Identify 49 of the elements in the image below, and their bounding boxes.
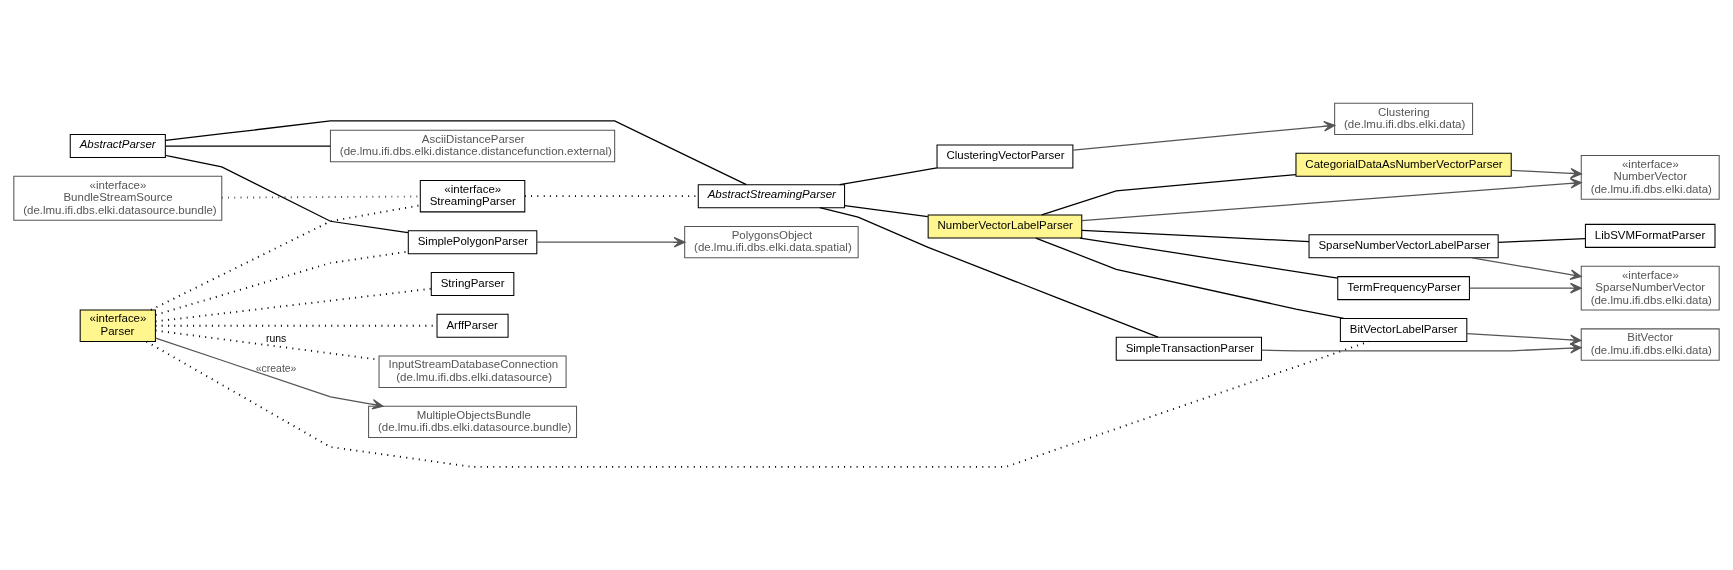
- connector: [1041, 173, 1297, 216]
- connector: [1497, 238, 1586, 243]
- node-box: InputStreamDatabaseConnection (de.lmu.ifi.dbs.elki.datasource): [378, 355, 567, 388]
- node-box: StringParser: [430, 271, 515, 296]
- connector: [839, 167, 938, 186]
- arrow: [1466, 333, 1582, 346]
- node-box: PolygonsObject (de.lmu.ifi.dbs.elki.data.spatial): [684, 225, 859, 259]
- node-box: LibSVMFormatParser: [1584, 223, 1716, 248]
- connector: [819, 207, 1159, 338]
- connector: [164, 154, 409, 234]
- node-box: MultipleObjectsBundle (de.lmu.ifi.dbs.elki.datasource.bundle): [368, 405, 578, 439]
- node-box: BitVector (de.lmu.ifi.dbs.elki.data): [1580, 328, 1720, 361]
- connector: [844, 205, 929, 218]
- node-box: «interface» BundleStreamSource (de.lmu.ifi.dbs.elki.datasource.bundle): [13, 175, 223, 221]
- connector: [1081, 229, 1310, 243]
- node-box: SimpleTransactionParser: [1115, 336, 1262, 361]
- node-box: SimplePolygonParser: [407, 230, 538, 255]
- node-box: CategorialDataAsNumberVectorParser: [1295, 152, 1512, 177]
- arrow: [155, 337, 384, 410]
- node-box: NumberVectorLabelParser: [927, 214, 1083, 239]
- node-box: ArffParser: [436, 313, 509, 338]
- arrow: [1260, 342, 1582, 354]
- arrow: [1072, 120, 1336, 151]
- arrow: [1471, 257, 1582, 280]
- connector: [154, 287, 432, 323]
- connector: [154, 250, 409, 316]
- node-box: TermFrequencyParser: [1337, 276, 1470, 301]
- node-box: AbstractStreamingParser: [697, 184, 846, 209]
- node-box: AsciiDistanceParser (de.lmu.ifi.dbs.elki.distance.distancefunction.external): [329, 129, 616, 163]
- arrow: [1468, 282, 1582, 294]
- node-box: BitVectorLabelParser: [1339, 317, 1468, 342]
- connector: [165, 145, 331, 147]
- connector: [150, 204, 422, 311]
- node-box: AbstractParser: [69, 134, 166, 159]
- node-box: «interface» Parser: [79, 309, 156, 342]
- node-box: Clustering (de.lmu.ifi.dbs.elki.data): [1334, 102, 1474, 136]
- connector: [1079, 237, 1339, 279]
- edge-label: «create»: [255, 362, 297, 374]
- connector: [164, 120, 747, 186]
- arrow: [1081, 178, 1582, 222]
- node-box: «interface» SparseNumberVector (de.lmu.ifi.dbs.elki.data): [1580, 265, 1720, 311]
- arrow: [1510, 168, 1582, 179]
- node-box: ClusteringVectorParser: [936, 144, 1074, 169]
- node-box: «interface» StreamingParser: [419, 180, 526, 213]
- node-box: «interface» NumberVector (de.lmu.ifi.dbs.elki.data): [1580, 154, 1720, 200]
- arrow: [536, 236, 686, 248]
- edge-label: runs: [265, 333, 287, 345]
- node-box: SparseNumberVectorLabelParser: [1308, 234, 1499, 259]
- connector: [1035, 237, 1345, 319]
